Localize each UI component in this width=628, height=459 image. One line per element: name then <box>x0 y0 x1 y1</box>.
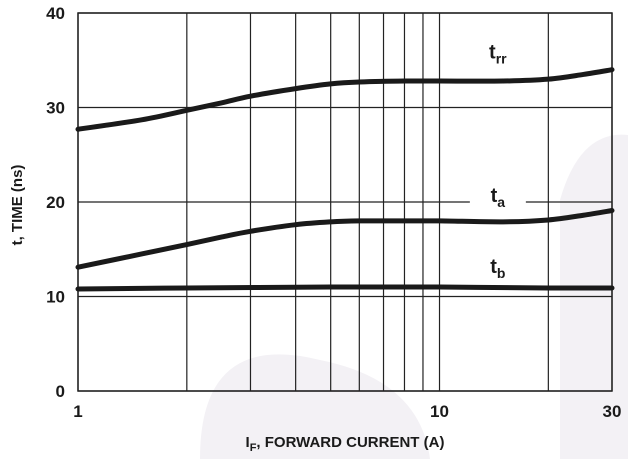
series-label-sub: a <box>497 194 505 210</box>
series-label-t_rr: trr <box>489 41 507 66</box>
series-line-t_a <box>75 208 615 270</box>
series-label-t_a: ta <box>491 185 506 210</box>
series-lines <box>75 67 615 292</box>
y-tick-label: 20 <box>46 193 65 212</box>
y-tick-label: 0 <box>56 382 65 401</box>
series-line-t_rr <box>75 67 615 132</box>
y-axis-label: t, TIME (ns) <box>9 165 26 246</box>
series-label-main: t <box>489 41 496 63</box>
x-axis-label-rest: , FORWARD CURRENT (A) <box>256 434 444 451</box>
background-arc-left <box>200 354 430 459</box>
series-label-backdrop <box>469 253 526 281</box>
y-tick-label: 10 <box>46 288 65 307</box>
series-label-sub: rr <box>496 50 507 66</box>
series-label-sub: b <box>497 265 506 281</box>
series-label-main: t <box>490 256 497 278</box>
y-tick-labels: 0 10 20 30 40 <box>46 4 65 401</box>
x-tick-label: 10 <box>430 402 449 421</box>
x-tick-label: 1 <box>73 402 82 421</box>
x-tick-labels: 1 10 30 <box>73 402 621 421</box>
series-line-t_b <box>75 284 615 292</box>
y-tick-label: 40 <box>46 4 65 23</box>
x-axis-label-main: I <box>246 434 250 451</box>
y-tick-label: 30 <box>46 99 65 118</box>
series-label-backdrop <box>469 39 526 67</box>
plot-frame <box>77 12 613 392</box>
x-axis-label-sub: F <box>250 442 257 454</box>
x-axis-label: IF, FORWARD CURRENT (A) <box>246 434 445 454</box>
series-label-main: t <box>491 185 498 207</box>
x-tick-label: 30 <box>603 402 622 421</box>
series-label-t_b: tb <box>490 256 505 281</box>
grid <box>77 12 613 392</box>
series-label-backdrop <box>469 183 526 210</box>
